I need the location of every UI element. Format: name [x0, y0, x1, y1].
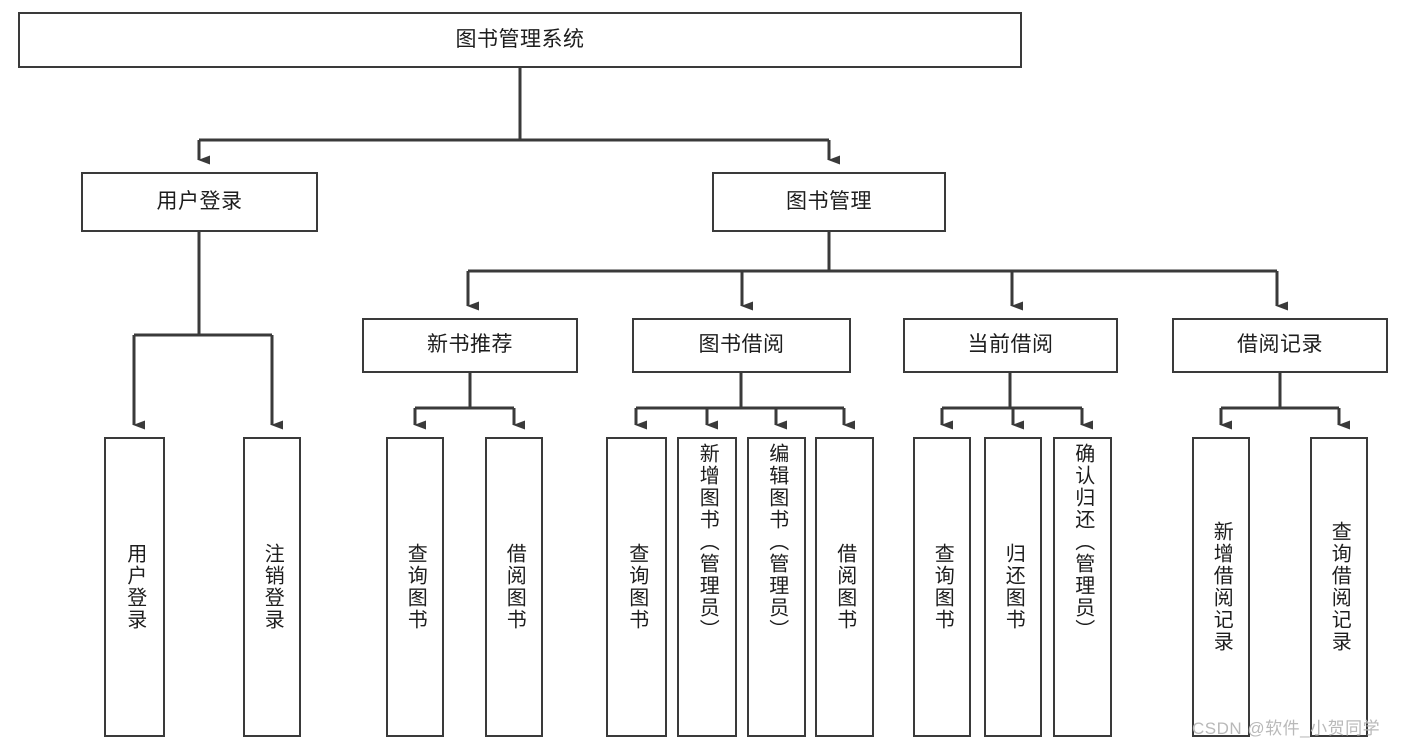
node-label: 用户登录 [156, 189, 243, 213]
leaf-node-9: 归还图书 [984, 437, 1042, 737]
node-label: 查询图书 [404, 543, 427, 631]
level3-node-0: 新书推荐 [362, 318, 578, 373]
level3-node-2: 当前借阅 [903, 318, 1118, 373]
node-label: 图书管理系统 [455, 27, 585, 51]
node-label: 借阅记录 [1237, 333, 1323, 357]
leaf-node-6: 编辑图书（管理员） [747, 437, 806, 737]
leaf-node-3: 借阅图书 [485, 437, 543, 737]
tree-connectors [132, 68, 1350, 430]
leaf-node-10: 确认归还（管理员） [1053, 437, 1112, 737]
node-label: 新增图书（管理员） [696, 443, 719, 641]
node-label: 新书推荐 [427, 333, 513, 357]
level2-node-0: 用户登录 [81, 172, 318, 232]
level3-node-3: 借阅记录 [1172, 318, 1388, 373]
leaf-node-4: 查询图书 [606, 437, 667, 737]
node-label: 图书借阅 [698, 333, 785, 357]
node-label: 用户登录 [123, 543, 146, 631]
node-label: 新增借阅记录 [1210, 521, 1233, 653]
csdn-watermark: CSDN @软件_小贺同学 [1192, 719, 1381, 738]
leaf-node-8: 查询图书 [913, 437, 971, 737]
leaf-node-0: 用户登录 [104, 437, 165, 737]
node-label: 查询图书 [625, 543, 648, 631]
leaf-node-5: 新增图书（管理员） [677, 437, 737, 737]
level2-node-1: 图书管理 [712, 172, 946, 232]
node-label: 借阅图书 [503, 543, 526, 631]
leaf-node-1: 注销登录 [243, 437, 301, 737]
level3-node-1: 图书借阅 [632, 318, 851, 373]
node-label: 查询图书 [931, 543, 954, 631]
node-label: 归还图书 [1002, 543, 1025, 631]
node-label: 借阅图书 [833, 543, 856, 631]
leaf-node-7: 借阅图书 [815, 437, 874, 737]
node-label: 编辑图书（管理员） [765, 443, 788, 641]
node-label: 图书管理 [786, 189, 872, 213]
leaf-node-11: 新增借阅记录 [1192, 437, 1250, 737]
node-label: 确认归还（管理员） [1071, 443, 1094, 641]
leaf-node-2: 查询图书 [386, 437, 444, 737]
node-label: 注销登录 [261, 543, 284, 631]
node-label: 当前借阅 [967, 333, 1054, 357]
node-label: 查询借阅记录 [1328, 521, 1351, 653]
leaf-node-12: 查询借阅记录 [1310, 437, 1368, 737]
root-node: 图书管理系统 [18, 12, 1022, 68]
